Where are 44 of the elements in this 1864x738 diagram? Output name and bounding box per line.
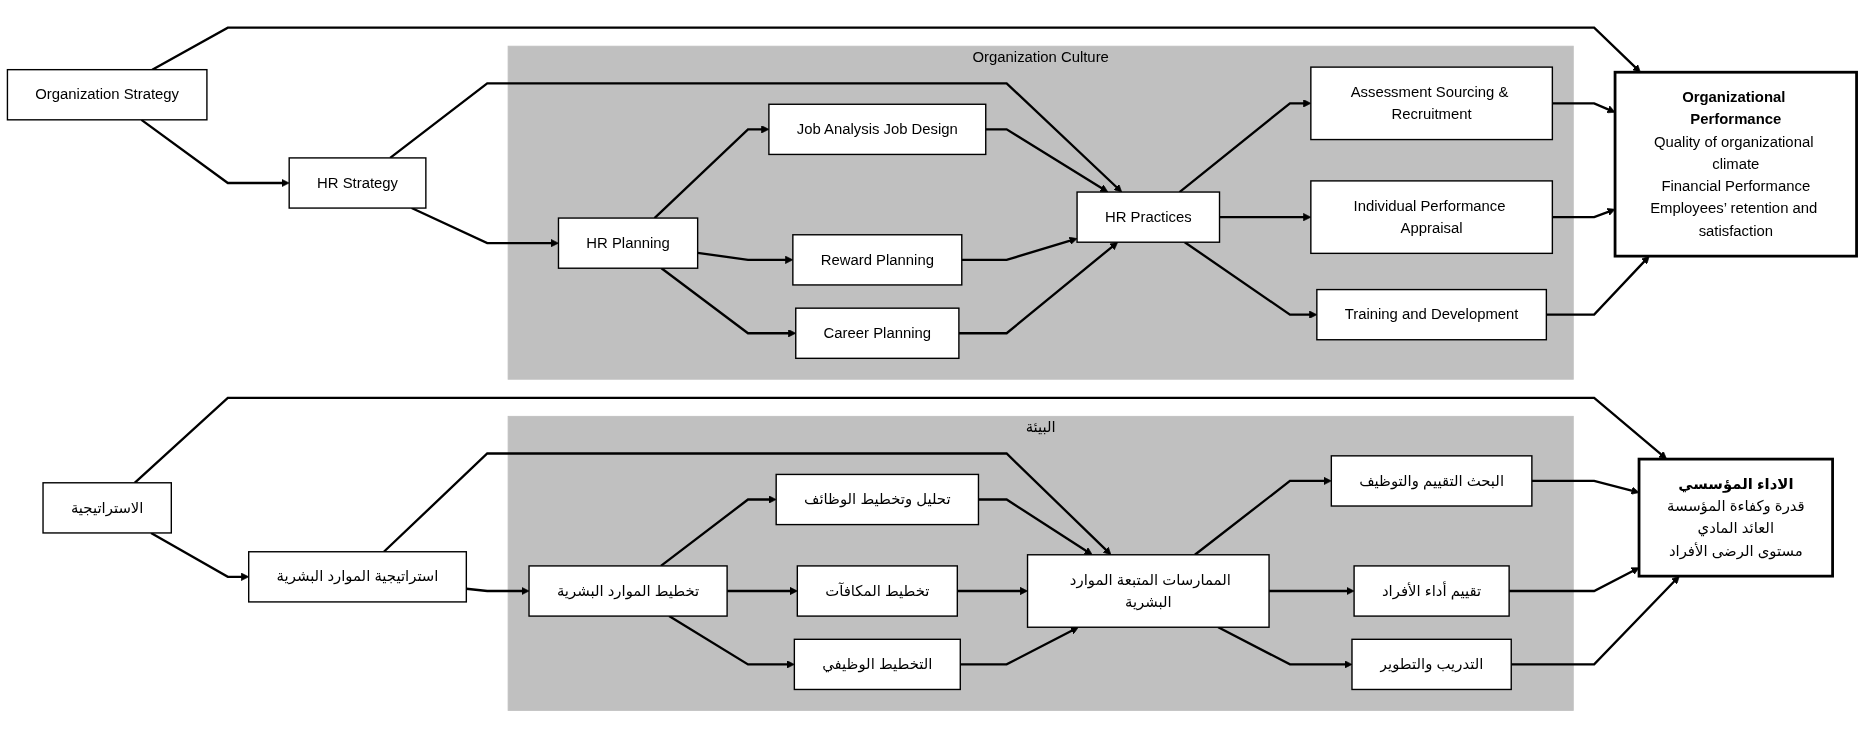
- node-box: HR Planning: [557, 217, 699, 269]
- node-box: الممارسات المتبعة الموارد البشرية: [1026, 554, 1270, 628]
- arrow: [151, 26, 1641, 73]
- arrow: [727, 586, 798, 596]
- node-box: تخطيط الموارد البشرية: [528, 565, 728, 617]
- node-box: Individual Performance Appraisal: [1310, 180, 1554, 255]
- node-box: Organization Strategy: [6, 68, 208, 121]
- arrow: [961, 236, 1078, 262]
- arrow: [978, 498, 1093, 556]
- arrow: [1509, 567, 1640, 593]
- arrow: [383, 452, 1112, 556]
- node-box: الاداء المؤسسي قدرة وكفاءة المؤسسة العائد المادي مستوى الرضى الأفراد: [1637, 457, 1834, 578]
- arrow: [411, 207, 559, 248]
- node-box: تخطيط المكافآت: [796, 565, 958, 617]
- node-box: Reward Planning: [792, 234, 963, 286]
- arrow: [1194, 476, 1332, 556]
- arrow: [1552, 208, 1616, 219]
- node-box: HR Strategy: [288, 157, 427, 209]
- node-box: الاستراتيجية: [42, 482, 172, 534]
- arrow: [985, 128, 1109, 193]
- node-box: HR Practices: [1076, 191, 1221, 243]
- arrow: [1531, 479, 1640, 495]
- node-box: التخطيط الوظيفي: [793, 638, 961, 691]
- arrow: [668, 615, 795, 669]
- node-box: استراتيجية الموارد البشرية: [248, 551, 468, 603]
- node-box: Job Analysis Job Design: [768, 103, 987, 156]
- arrow: [660, 495, 777, 567]
- arrow: [466, 586, 530, 596]
- arrow: [958, 241, 1119, 335]
- arrow: [960, 626, 1079, 666]
- node-box: Career Planning: [795, 307, 960, 359]
- node-box: Assessment Sourcing & Recruitment: [1310, 66, 1554, 141]
- arrow: [140, 118, 290, 188]
- node-box: البحث التقييم والتوظيف: [1330, 455, 1533, 507]
- node-box: Organizational Performance Quality of organizational climate Financial Performance Employees’ retention and satisfaction: [1613, 70, 1858, 258]
- node-box: تحليل وتخطيط الوظائف: [775, 473, 980, 526]
- arrow: [1269, 586, 1355, 596]
- arrow: [1552, 102, 1616, 114]
- arrow: [133, 396, 1667, 484]
- arrow: [957, 586, 1028, 596]
- arrow: [389, 82, 1123, 193]
- node-box: تقييم أداء الأفراد: [1353, 565, 1510, 617]
- node-box: Training and Development: [1316, 288, 1548, 341]
- node-box: التدريب والتطوير: [1351, 638, 1512, 691]
